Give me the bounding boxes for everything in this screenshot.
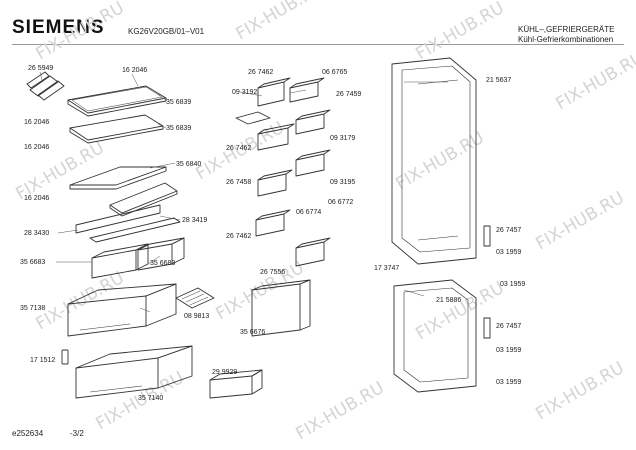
part-label: 28 3430 (24, 230, 49, 237)
ice-container (209, 369, 263, 399)
brand-logo: SIEMENS (12, 17, 105, 38)
part-label: 26 7459 (336, 91, 361, 98)
category-subtitle: Kühl-Gefrierkombinationen (518, 35, 614, 44)
category-title: KÜHL–,GEFRIERGERÄTE (518, 25, 615, 34)
part-label: 03 1959 (500, 281, 525, 288)
part-label: 35 6839 (166, 99, 191, 106)
door-rack-1 (257, 77, 291, 107)
part-label: 21 5886 (436, 297, 461, 304)
vegetable-drawers-small (91, 237, 185, 279)
hinge-upper (483, 225, 491, 247)
part-label: 08 9813 (184, 313, 209, 320)
part-label: 35 6840 (176, 161, 201, 168)
part-label: 06 6765 (322, 69, 347, 76)
door-rack-2 (289, 77, 325, 103)
part-label: 16 2046 (24, 119, 49, 126)
part-label: 17 3747 (374, 265, 399, 272)
glass-shelf-3 (69, 166, 178, 217)
part-label: 16 2046 (24, 195, 49, 202)
door-rack-5 (295, 149, 331, 177)
bottle-rack (295, 237, 331, 267)
door-seal-strips (26, 71, 65, 101)
door-rack-3 (295, 109, 331, 135)
document-id: e252634 (12, 429, 44, 438)
part-label: 26 7462 (248, 69, 273, 76)
hinge-lower (483, 317, 491, 339)
page-number: -3/2 (70, 429, 84, 438)
part-label: 29 9929 (212, 369, 237, 376)
part-label: 03 1959 (496, 379, 521, 386)
part-label: 03 1959 (496, 249, 521, 256)
model-number: KG26V20GB/01–V01 (128, 27, 205, 36)
freezer-drawer-upper (67, 283, 177, 337)
part-label: 09 3179 (330, 135, 355, 142)
part-label: 26 7462 (226, 145, 251, 152)
door-rack-4 (257, 123, 295, 151)
part-label: 06 6772 (328, 199, 353, 206)
part-label: 16 2046 (24, 144, 49, 151)
header-divider (12, 44, 624, 45)
part-label: 21 5637 (486, 77, 511, 84)
part-label: 35 7138 (20, 305, 45, 312)
part-label: 09 3192 (232, 89, 257, 96)
part-label: 35 6676 (240, 329, 265, 336)
drawer-handle (61, 349, 69, 365)
part-label: 06 6774 (296, 209, 321, 216)
part-label: 26 7458 (226, 179, 251, 186)
part-label: 26 7457 (496, 323, 521, 330)
glass-shelf-2 (69, 114, 164, 144)
part-label: 26 7556 (260, 269, 285, 276)
freezer-drawer-lower (75, 345, 193, 399)
part-label: 03 1959 (496, 347, 521, 354)
part-label: 28 3419 (182, 217, 207, 224)
part-label: 26 7462 (226, 233, 251, 240)
bottle-rack-large (251, 279, 311, 337)
leader-lines (39, 71, 448, 313)
part-label: 17 1512 (30, 357, 55, 364)
part-label: 09 3195 (330, 179, 355, 186)
part-label: 26 5949 (28, 65, 53, 72)
part-label: 35 6683 (150, 260, 175, 267)
freezer-door (393, 279, 477, 393)
part-label: 35 6839 (166, 125, 191, 132)
door-rack-6 (255, 209, 291, 237)
part-label: 16 2046 (122, 67, 147, 74)
egg-tray (235, 111, 271, 125)
part-label: 26 7457 (496, 227, 521, 234)
part-label: 35 6683 (20, 259, 45, 266)
part-label: 35 7140 (138, 395, 163, 402)
fridge-door (391, 57, 477, 265)
butter-compartment (257, 169, 293, 197)
ice-cube-tray (175, 287, 215, 309)
